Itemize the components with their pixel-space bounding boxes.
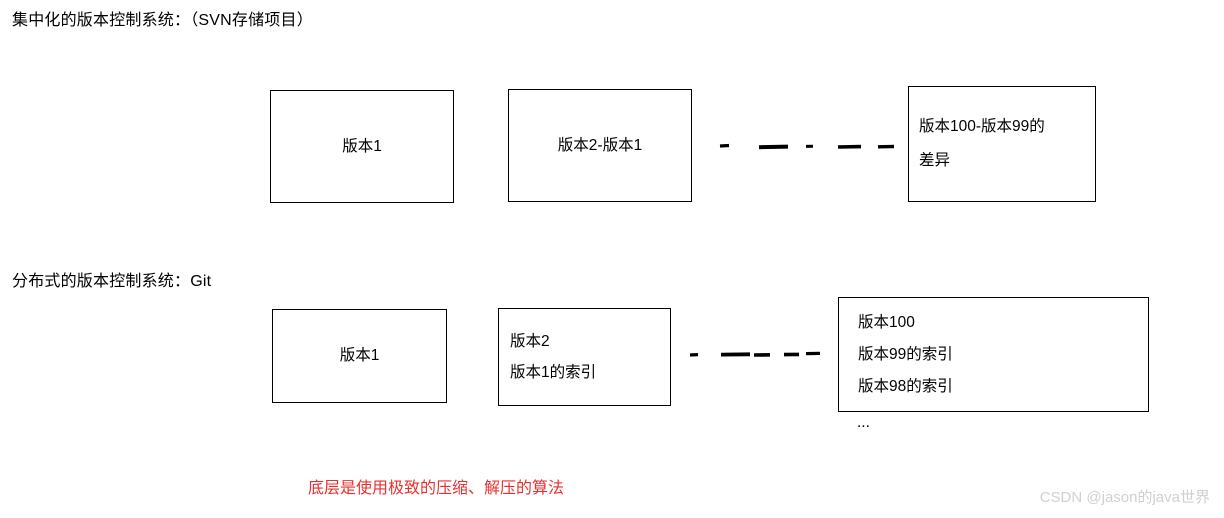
box-text-line: 版本100 [858,313,915,331]
box-text-line: 差异 [919,152,951,169]
git-overflow-ellipsis: ... [857,414,870,431]
box-text-line: 版本1的索引 [510,364,597,381]
svn-version-box-3: 版本100-版本99的 差异 [908,86,1096,202]
svn-version-box-2: 版本2-版本1 [508,89,692,202]
svn-section-title: 集中化的版本控制系统：（SVN存储项目） [12,12,313,29]
git-version-box-1: 版本1 [272,309,447,403]
git-section-title: 分布式的版本控制系统：Git [12,273,212,290]
csdn-watermark: CSDN @jason的java世界 [1039,489,1210,506]
svn-dashed-connector-icon [719,143,895,150]
box-text-line: 版本98的索引 [858,377,953,395]
box-text-line: 版本1 [342,137,382,155]
box-text-line: 版本99的索引 [858,345,953,363]
box-text-line: 版本100-版本99的 [919,118,1045,135]
box-text-line: 版本2 [510,333,550,350]
git-version-box-3: 版本100 版本99的索引 版本98的索引 [838,297,1149,412]
box-text-line: 版本2-版本1 [557,136,643,154]
compression-note: 底层是使用极致的压缩、解压的算法 [308,480,565,497]
box-text-line: 版本1 [339,347,380,364]
git-dashed-connector-icon [689,351,821,357]
svn-version-box-1: 版本1 [270,90,454,203]
git-version-box-2: 版本2 版本1的索引 [498,308,671,406]
